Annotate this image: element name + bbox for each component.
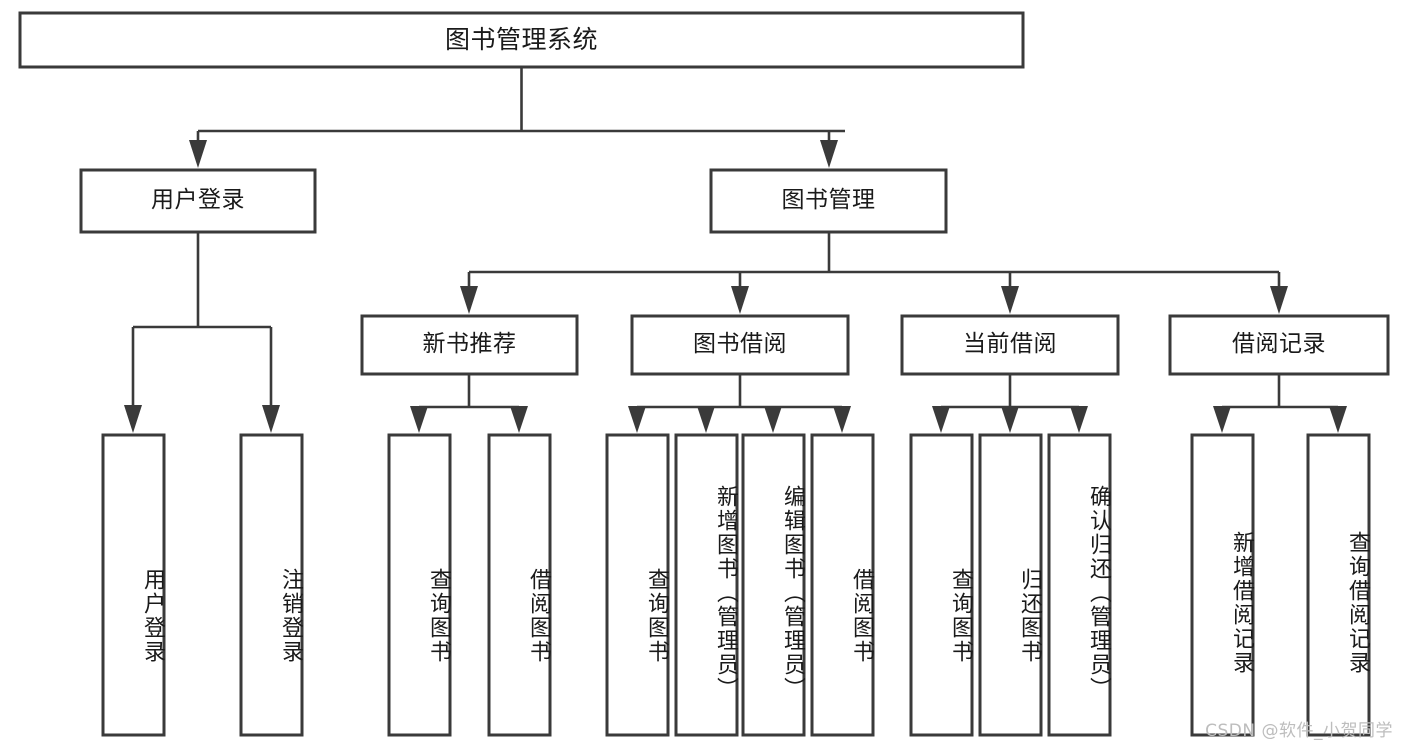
arrowhead-leaf-add-record: [1213, 406, 1231, 433]
node-box-root[interactable]: [18, 11, 1025, 69]
arrowhead-leaf-confirm-return: [1070, 406, 1088, 433]
arrowhead-leaf-edit-book: [764, 406, 782, 433]
node-box-borrow-record[interactable]: [1168, 314, 1390, 376]
node-box-leaf-add-book[interactable]: [674, 433, 739, 737]
node-box-leaf-borrow-book-1[interactable]: [487, 433, 552, 737]
arrowhead-leaf-query-book-3: [932, 406, 950, 433]
node-box-leaf-logout[interactable]: [239, 433, 304, 737]
node-box-leaf-query-record[interactable]: [1306, 433, 1371, 737]
connector-group-current-borrow: [932, 374, 1088, 433]
connector-group-userlogin: [124, 232, 280, 433]
arrowhead-leaf-query-book-1: [410, 406, 428, 433]
node-box-leaf-query-book-1[interactable]: [387, 433, 452, 737]
arrowhead-leaf-borrow-book-2: [833, 406, 851, 433]
node-box-leaf-edit-book[interactable]: [741, 433, 806, 737]
arrowhead-leaf-query-book-2: [628, 406, 646, 433]
node-box-leaf-query-book-2[interactable]: [605, 433, 670, 737]
node-box-leaf-add-record[interactable]: [1190, 433, 1255, 737]
connector-group-bookmgmt: [460, 232, 1288, 314]
node-box-current-borrow[interactable]: [900, 314, 1120, 376]
node-box-leaf-query-book-3[interactable]: [909, 433, 974, 737]
arrowhead-leaf-user-login: [124, 405, 142, 433]
arrowhead-leaf-logout: [262, 405, 280, 433]
arrowhead-leaf-return-book: [1001, 406, 1019, 433]
arrowhead-leaf-add-book: [697, 406, 715, 433]
arrowhead-new-book-recommend: [460, 286, 478, 314]
arrowhead-book-borrow: [731, 286, 749, 314]
node-box-book-management[interactable]: [709, 168, 948, 234]
connector-group-new-book-recommend: [410, 374, 528, 433]
node-box-user-login[interactable]: [79, 168, 317, 234]
node-box-new-book-recommend[interactable]: [360, 314, 579, 376]
arrowhead-leaf-query-record: [1329, 406, 1347, 433]
connector-group-root: [189, 67, 845, 168]
arrowhead-bookmgmt: [820, 140, 838, 168]
arrowhead-userlogin: [189, 140, 207, 168]
csdn-watermark: CSDN @软件_小贺同学: [1205, 721, 1393, 741]
connector-group-borrow-record: [1213, 374, 1347, 433]
arrowhead-borrow-record: [1270, 286, 1288, 314]
arrowhead-current-borrow: [1001, 286, 1019, 314]
arrowhead-leaf-borrow-book-1: [510, 406, 528, 433]
node-box-leaf-return-book[interactable]: [978, 433, 1043, 737]
node-box-leaf-user-login[interactable]: [101, 433, 166, 737]
node-box-leaf-confirm-return[interactable]: [1047, 433, 1112, 737]
node-box-book-borrow[interactable]: [630, 314, 850, 376]
node-box-leaf-borrow-book-2[interactable]: [810, 433, 875, 737]
connector-group-book-borrow: [628, 374, 851, 433]
